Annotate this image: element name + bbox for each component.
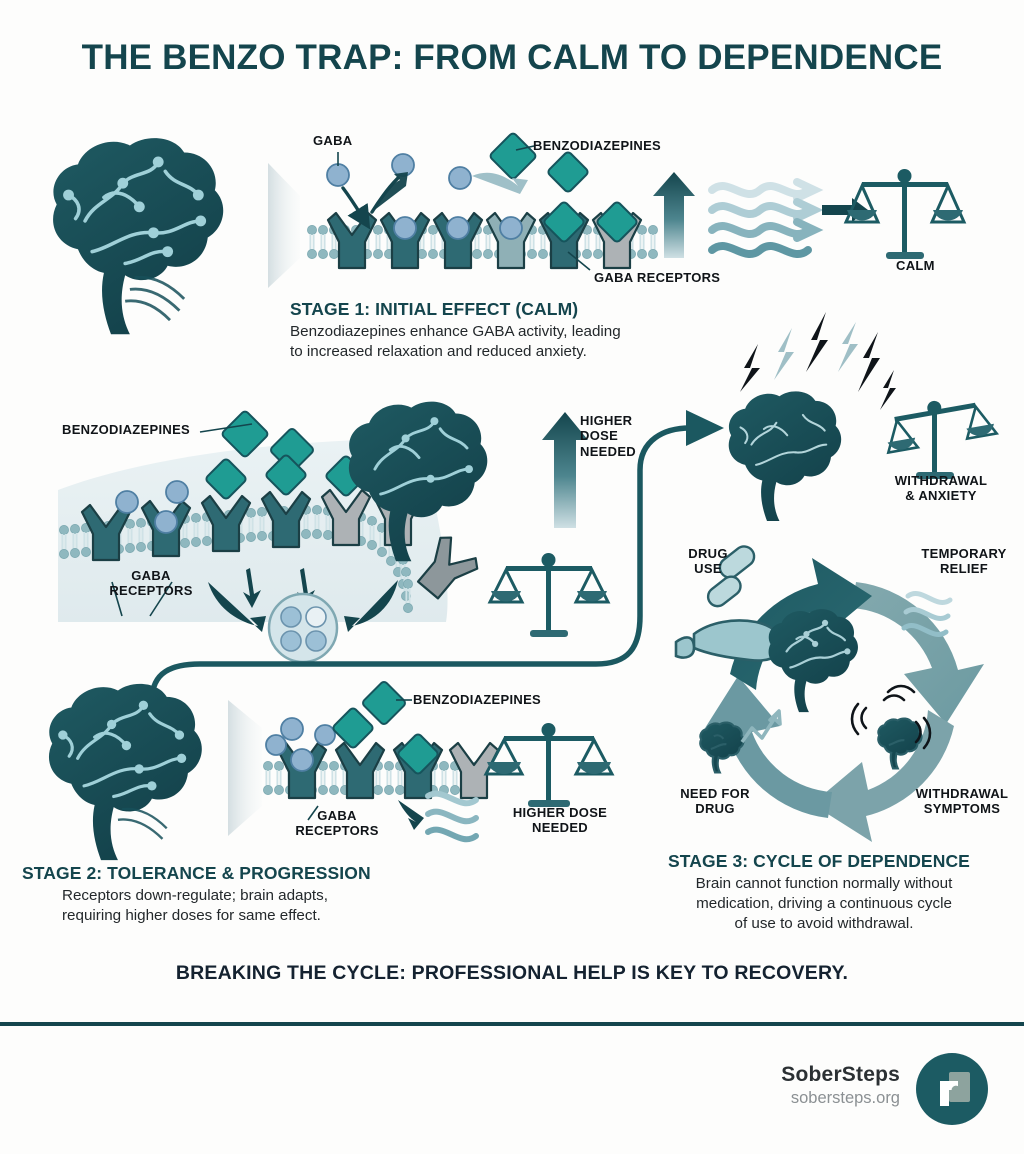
- label-gaba-receptors-s2-1: GABA: [317, 808, 357, 823]
- label-calm: CALM: [896, 258, 935, 273]
- label-withdrawal-symptoms-2: SYMPTOMS: [923, 801, 1001, 817]
- stage2-body-line1: Receptors down-regulate; brain adapts,: [62, 887, 328, 904]
- label-higher-dose-1: HIGHER: [580, 413, 633, 428]
- stage3-body-line3: of use to avoid withdrawal.: [734, 915, 914, 932]
- label-gaba-receptors-s2-2: RECEPTORS: [295, 823, 379, 839]
- endocytosis-vesicle-icon: [267, 592, 339, 664]
- label-benzodiazepines-mid: BENZODIAZEPINES: [62, 422, 191, 437]
- closing-banner: BREAKING THE CYCLE: PROFESSIONAL HELP IS…: [175, 962, 849, 984]
- shaking-brain-icon: [850, 684, 932, 770]
- lightning-bolt-icon: [740, 312, 896, 410]
- balance-scale-icon: [843, 169, 967, 259]
- benzodiazepine-molecule-group: [332, 681, 439, 775]
- brand-website: sobersteps.org: [790, 1089, 900, 1107]
- balance-scale-icon: [487, 553, 611, 637]
- label-higher-dose-s2-1: HIGHER DOSE: [512, 805, 608, 820]
- stage1-illustration: [53, 132, 967, 335]
- benzodiazepine-molecule-group: [489, 132, 638, 243]
- brain-icon: [53, 138, 224, 335]
- stage2-body-line2: requiring higher doses for same effect.: [62, 907, 321, 924]
- stage1-body-line2: to increased relaxation and reduced anxi…: [290, 343, 587, 360]
- circular-arrows-icon: [700, 558, 984, 842]
- brain-icon: [348, 401, 488, 562]
- stage3-illustration: [674, 312, 1000, 842]
- label-gaba-receptors-mid-2: RECEPTORS: [109, 583, 193, 599]
- brain-icon: [48, 683, 202, 861]
- label-gaba-receptors-mid-1: GABA: [131, 568, 171, 583]
- craving-brain-icon: [699, 709, 782, 774]
- stage3-body-line2: medication, driving a continuous cycle: [696, 895, 952, 912]
- label-withdrawal-anxiety-1: WITHDRAWAL: [894, 473, 988, 488]
- flow-connector: [149, 425, 693, 703]
- curved-down-arrow-icon: [398, 800, 424, 830]
- label-need-for-drug-1: NEED FOR: [680, 786, 750, 801]
- sobersteps-logo-icon: [916, 1053, 988, 1125]
- stressed-brain-icon: [728, 391, 842, 522]
- label-drug-use-1: DRUG: [688, 546, 728, 561]
- label-higher-dose-2: DOSE: [580, 428, 619, 444]
- label-gaba-receptors: GABA RECEPTORS: [594, 270, 721, 285]
- label-need-for-drug-2: DRUG: [695, 801, 735, 817]
- brain-icon: [768, 609, 858, 713]
- relief-waves-icon: [901, 591, 953, 637]
- calm-waves-icon: [708, 178, 824, 258]
- gaba-molecule-group: [326, 153, 523, 240]
- label-benzodiazepines: BENZODIAZEPINES: [533, 138, 662, 153]
- label-higher-dose-3: NEEDED: [580, 443, 636, 459]
- unbalanced-scale-icon: [886, 400, 1000, 479]
- label-drug-use-2: USE: [694, 561, 722, 577]
- label-benzodiazepines-s2: BENZODIAZEPINES: [413, 692, 542, 707]
- up-arrow-icon: [542, 412, 588, 528]
- gaba-molecule-group: [115, 480, 189, 534]
- label-temporary-relief-2: RELIEF: [939, 561, 989, 577]
- label-temporary-relief-1: TEMPORARY: [921, 546, 1007, 561]
- gaba-receptor-group: [326, 211, 643, 270]
- connector-arrowhead: [686, 410, 724, 446]
- stage2-heading: STAGE 2: TOLERANCE & PROGRESSION: [22, 863, 371, 883]
- up-arrow-icon: [653, 172, 695, 258]
- label-withdrawal-symptoms-1: WITHDRAWAL: [915, 786, 1009, 801]
- weak-waves-icon: [425, 790, 479, 843]
- label-leader-lines: [337, 145, 591, 271]
- stage3-heading: STAGE 3: CYCLE OF DEPENDENCE: [668, 851, 970, 871]
- middle-cell-illustration: [58, 401, 611, 664]
- label-withdrawal-anxiety-2: & ANXIETY: [905, 488, 977, 504]
- label-leader-lines: [307, 699, 412, 821]
- footer-brand-block: SoberSteps sobersteps.org: [781, 1063, 900, 1108]
- footer-divider: [0, 1022, 1024, 1026]
- balance-scale-icon: [483, 723, 615, 807]
- stage3-body-line1: Brain cannot function normally without: [695, 875, 953, 892]
- label-gaba: GABA: [313, 133, 353, 148]
- stage2-illustration: [48, 681, 615, 861]
- gaba-molecule-group: [265, 717, 336, 772]
- hand-with-pills-icon: [674, 545, 784, 662]
- page-title: THE BENZO TRAP: FROM CALM TO DEPENDENCE: [81, 38, 943, 77]
- label-higher-dose-s2-2: NEEDED: [532, 820, 588, 836]
- benzodiazepine-molecule-group: [205, 410, 367, 500]
- stage1-body-line1: Benzodiazepines enhance GABA activity, l…: [290, 323, 621, 340]
- stage1-heading: STAGE 1: INITIAL EFFECT (CALM): [290, 299, 579, 319]
- brand-name: SoberSteps: [781, 1063, 900, 1086]
- label-leader-lines: [111, 423, 253, 617]
